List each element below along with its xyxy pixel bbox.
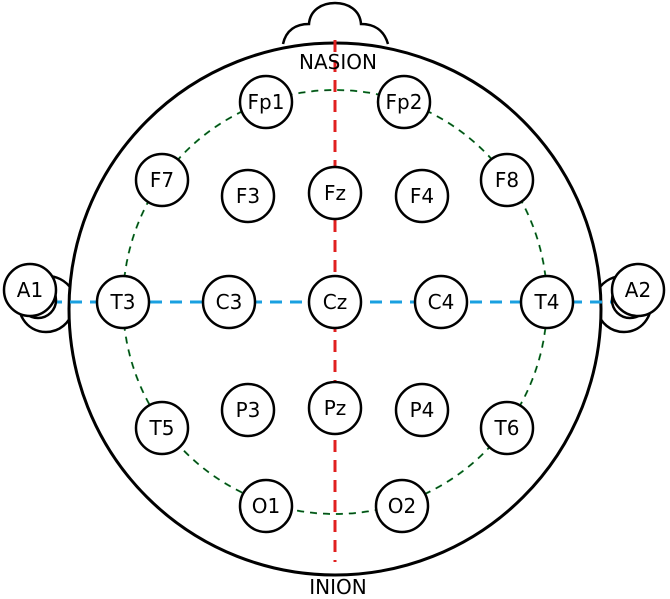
electrode-label: T5 xyxy=(149,416,175,440)
nose xyxy=(281,1,390,45)
electrode-label: P3 xyxy=(236,398,261,422)
electrode-a1: A1 xyxy=(2,262,58,320)
electrode-fp1: Fp1 xyxy=(238,74,294,130)
electrode-label: O2 xyxy=(388,494,416,518)
electrode-label: F3 xyxy=(236,184,260,208)
electrode-label: C3 xyxy=(216,290,243,314)
electrode-circle xyxy=(479,152,535,208)
electrode-o2: O2 xyxy=(374,478,430,534)
electrode-label: Cz xyxy=(323,290,347,314)
electrode-o1: O1 xyxy=(238,478,294,534)
electrode-a2: A2 xyxy=(610,262,666,320)
electrode-t3: T3 xyxy=(95,274,151,330)
electrode-label: T6 xyxy=(494,416,520,440)
electrode-circle xyxy=(134,152,190,208)
electrode-circle xyxy=(374,478,430,534)
electrode-label: C4 xyxy=(428,290,455,314)
electrode-circle xyxy=(307,274,363,330)
electrode-label: F8 xyxy=(495,168,519,192)
electrode-label: T3 xyxy=(110,290,136,314)
electrode-label: A1 xyxy=(17,278,43,302)
electrode-label: A2 xyxy=(625,278,651,302)
electrode-f7: F7 xyxy=(134,152,190,208)
electrode-circle xyxy=(610,262,666,318)
electrode-label: F4 xyxy=(410,184,434,208)
electrode-label: F7 xyxy=(150,168,174,192)
electrode-circle xyxy=(394,168,450,224)
electrode-circle xyxy=(519,274,575,330)
electrode-circle xyxy=(134,400,190,456)
electrode-circle xyxy=(95,274,151,330)
electrode-label: T4 xyxy=(534,290,560,314)
electrode-circle xyxy=(2,262,58,318)
electrode-circle xyxy=(479,400,535,456)
electrode-circle xyxy=(376,74,432,130)
inion-label: INION xyxy=(309,575,366,599)
electrode-label: O1 xyxy=(252,494,280,518)
electrode-p4: P4 xyxy=(394,382,450,438)
electrode-pz: Pz xyxy=(307,380,363,436)
electrode-circle xyxy=(220,168,276,224)
electrode-f3: F3 xyxy=(220,168,276,224)
electrode-label: P4 xyxy=(410,398,435,422)
nasion-label: NASION xyxy=(299,50,377,74)
electrode-cz: Cz xyxy=(307,274,363,330)
electrode-label: Fz xyxy=(324,181,346,205)
electrode-t6: T6 xyxy=(479,400,535,456)
electrode-circle xyxy=(201,274,257,330)
electrode-circle xyxy=(220,382,276,438)
electrode-label: Fp1 xyxy=(248,90,285,114)
electrode-label: Pz xyxy=(324,396,347,420)
electrode-f4: F4 xyxy=(394,168,450,224)
electrode-fp2: Fp2 xyxy=(376,74,432,130)
electrode-t5: T5 xyxy=(134,400,190,456)
electrode-circle xyxy=(307,380,363,436)
electrode-t4: T4 xyxy=(519,274,575,330)
electrode-circle xyxy=(413,274,469,330)
electrode-fz: Fz xyxy=(307,165,363,221)
electrode-c3: C3 xyxy=(201,274,257,330)
electrode-circle xyxy=(394,382,450,438)
electrode-circle xyxy=(307,165,363,221)
electrode-p3: P3 xyxy=(220,382,276,438)
electrode-label: Fp2 xyxy=(386,90,423,114)
electrode-circle xyxy=(238,74,294,130)
electrode-f8: F8 xyxy=(479,152,535,208)
electrode-circle xyxy=(238,478,294,534)
electrode-c4: C4 xyxy=(413,274,469,330)
